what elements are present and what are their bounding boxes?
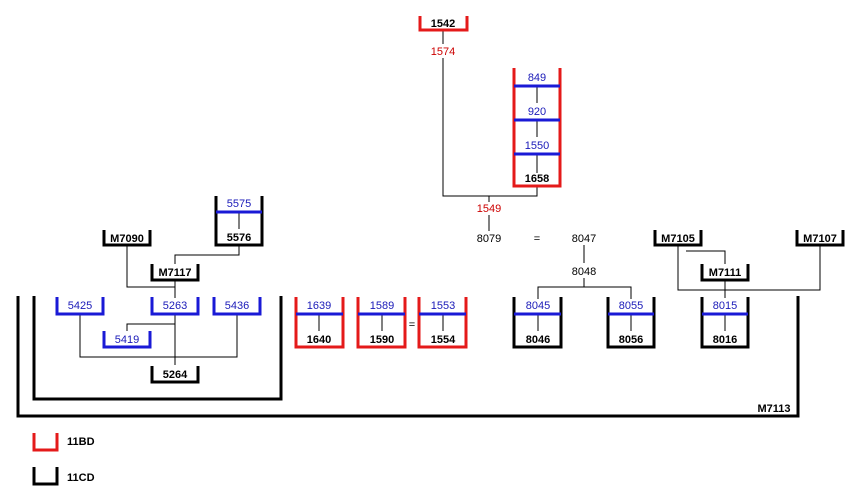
labels: 1542 1574 849 920 1550 1658 1549 8079 = … [68, 18, 837, 415]
node-849: 849 [528, 72, 546, 84]
equals-sign-2: = [409, 319, 415, 331]
node-m7105: M7105 [661, 233, 695, 245]
inner-left-bracket [32, 296, 283, 401]
blue-separators [216, 84, 748, 316]
node-m7113: M7113 [757, 403, 790, 415]
node-1574: 1574 [431, 46, 455, 58]
node-8055: 8055 [619, 300, 643, 312]
node-5425: 5425 [68, 300, 92, 312]
node-5436: 5436 [225, 300, 249, 312]
node-5575: 5575 [227, 198, 251, 210]
node-8016: 8016 [713, 334, 737, 346]
node-8045: 8045 [526, 300, 550, 312]
node-m7111: M7111 [709, 267, 741, 279]
node-5576: 5576 [227, 232, 251, 244]
node-8079: 8079 [477, 233, 501, 245]
node-1640: 1640 [307, 334, 331, 346]
m7113-bracket [16, 296, 800, 418]
node-8047: 8047 [572, 233, 596, 245]
node-m7090: M7090 [110, 233, 144, 245]
node-m7117: M7117 [158, 267, 191, 279]
node-8048: 8048 [572, 266, 596, 278]
node-1542: 1542 [431, 18, 455, 30]
legend-black-box-icon [32, 467, 59, 486]
equals-sign-1: = [534, 233, 540, 245]
node-5264: 5264 [163, 369, 188, 381]
node-1553: 1553 [431, 300, 455, 312]
node-5419: 5419 [115, 334, 139, 346]
node-1589: 1589 [370, 300, 394, 312]
legend: 11BD 11CD [32, 433, 95, 486]
boxes [55, 16, 845, 384]
node-1550: 1550 [525, 140, 549, 152]
legend-label-11cd: 11CD [67, 472, 95, 484]
node-1590: 1590 [370, 334, 394, 346]
node-8056: 8056 [619, 334, 643, 346]
node-m7107: M7107 [803, 233, 837, 245]
node-1549: 1549 [477, 203, 501, 215]
node-8015: 8015 [713, 300, 737, 312]
legend-red-box-icon [32, 433, 59, 452]
connector-lines [79, 30, 821, 365]
node-5263: 5263 [163, 300, 187, 312]
node-1658: 1658 [525, 173, 549, 185]
node-8046: 8046 [526, 334, 550, 346]
node-920: 920 [528, 106, 546, 118]
enclosure-brackets [16, 296, 800, 418]
node-1554: 1554 [431, 334, 456, 346]
legend-label-11bd: 11BD [67, 436, 95, 448]
node-1639: 1639 [307, 300, 331, 312]
